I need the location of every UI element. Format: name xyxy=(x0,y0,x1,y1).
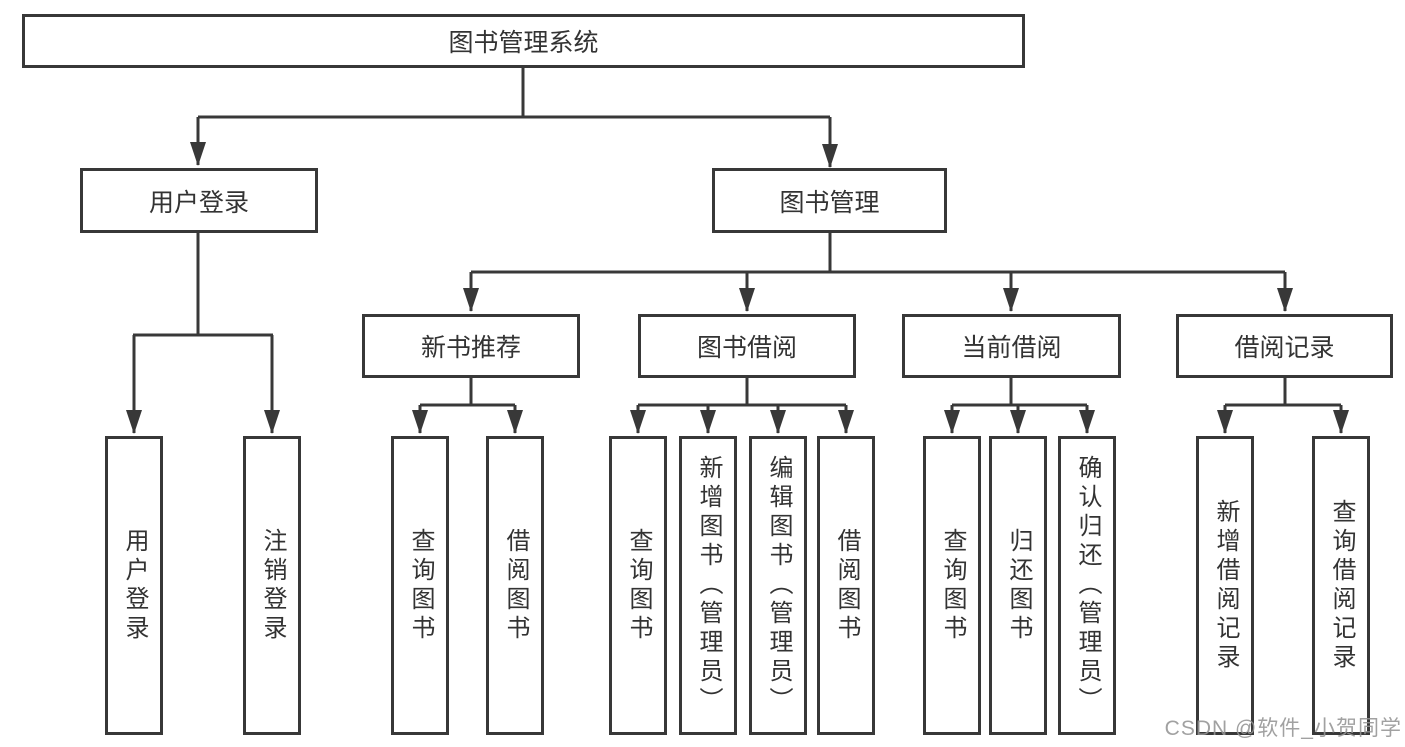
node-label: 图书管理 xyxy=(779,188,880,217)
node-label: 新增借阅记录 xyxy=(1212,498,1239,673)
node-label: 查询图书 xyxy=(939,527,966,644)
node-borrow-records: 借阅记录 xyxy=(1176,314,1393,378)
node-new-book-recommend: 新书推荐 xyxy=(362,314,580,378)
node-leaf-query-books-3: 查询图书 xyxy=(923,436,981,735)
node-label: 借阅记录 xyxy=(1234,334,1335,362)
node-label: 查询图书 xyxy=(407,527,434,644)
node-leaf-confirm-return-admin: 确认归还（管理员） xyxy=(1058,436,1116,735)
node-label: 新增图书（管理员） xyxy=(695,455,722,716)
node-label: 新书推荐 xyxy=(420,334,521,362)
node-label: 编辑图书（管理员） xyxy=(765,455,792,716)
node-label: 图书借阅 xyxy=(696,334,797,362)
node-label: 注销登录 xyxy=(259,527,286,644)
node-leaf-borrow-books: 借阅图书 xyxy=(486,436,544,735)
node-label: 查询借阅记录 xyxy=(1328,498,1355,673)
node-leaf-borrow-books-2: 借阅图书 xyxy=(817,436,875,735)
node-user-login: 用户登录 xyxy=(80,168,318,233)
node-library-management-system: 图书管理系统 xyxy=(22,14,1025,68)
node-label: 归还图书 xyxy=(1005,527,1032,644)
node-label: 借阅图书 xyxy=(833,527,860,644)
node-label: 用户登录 xyxy=(148,188,249,217)
node-label: 查询图书 xyxy=(625,527,652,644)
node-leaf-user-login: 用户登录 xyxy=(105,436,163,735)
node-book-borrow: 图书借阅 xyxy=(638,314,856,378)
node-label: 用户登录 xyxy=(121,527,148,644)
node-label: 确认归还（管理员） xyxy=(1074,455,1101,716)
node-book-management: 图书管理 xyxy=(712,168,947,233)
csdn-watermark: CSDN @软件_小贺同学 xyxy=(1164,717,1402,740)
node-label: 图书管理系统 xyxy=(448,29,599,57)
node-leaf-query-books: 查询图书 xyxy=(391,436,449,735)
node-leaf-add-books-admin: 新增图书（管理员） xyxy=(679,436,737,735)
node-leaf-logout: 注销登录 xyxy=(243,436,301,735)
node-leaf-add-borrow-record: 新增借阅记录 xyxy=(1196,436,1254,735)
node-label: 当前借阅 xyxy=(961,334,1062,362)
node-leaf-edit-books-admin: 编辑图书（管理员） xyxy=(749,436,807,735)
node-leaf-return-books: 归还图书 xyxy=(989,436,1047,735)
node-leaf-query-borrow-record: 查询借阅记录 xyxy=(1312,436,1370,735)
node-current-borrow: 当前借阅 xyxy=(902,314,1121,378)
node-label: 借阅图书 xyxy=(502,527,529,644)
node-leaf-query-books-2: 查询图书 xyxy=(609,436,667,735)
